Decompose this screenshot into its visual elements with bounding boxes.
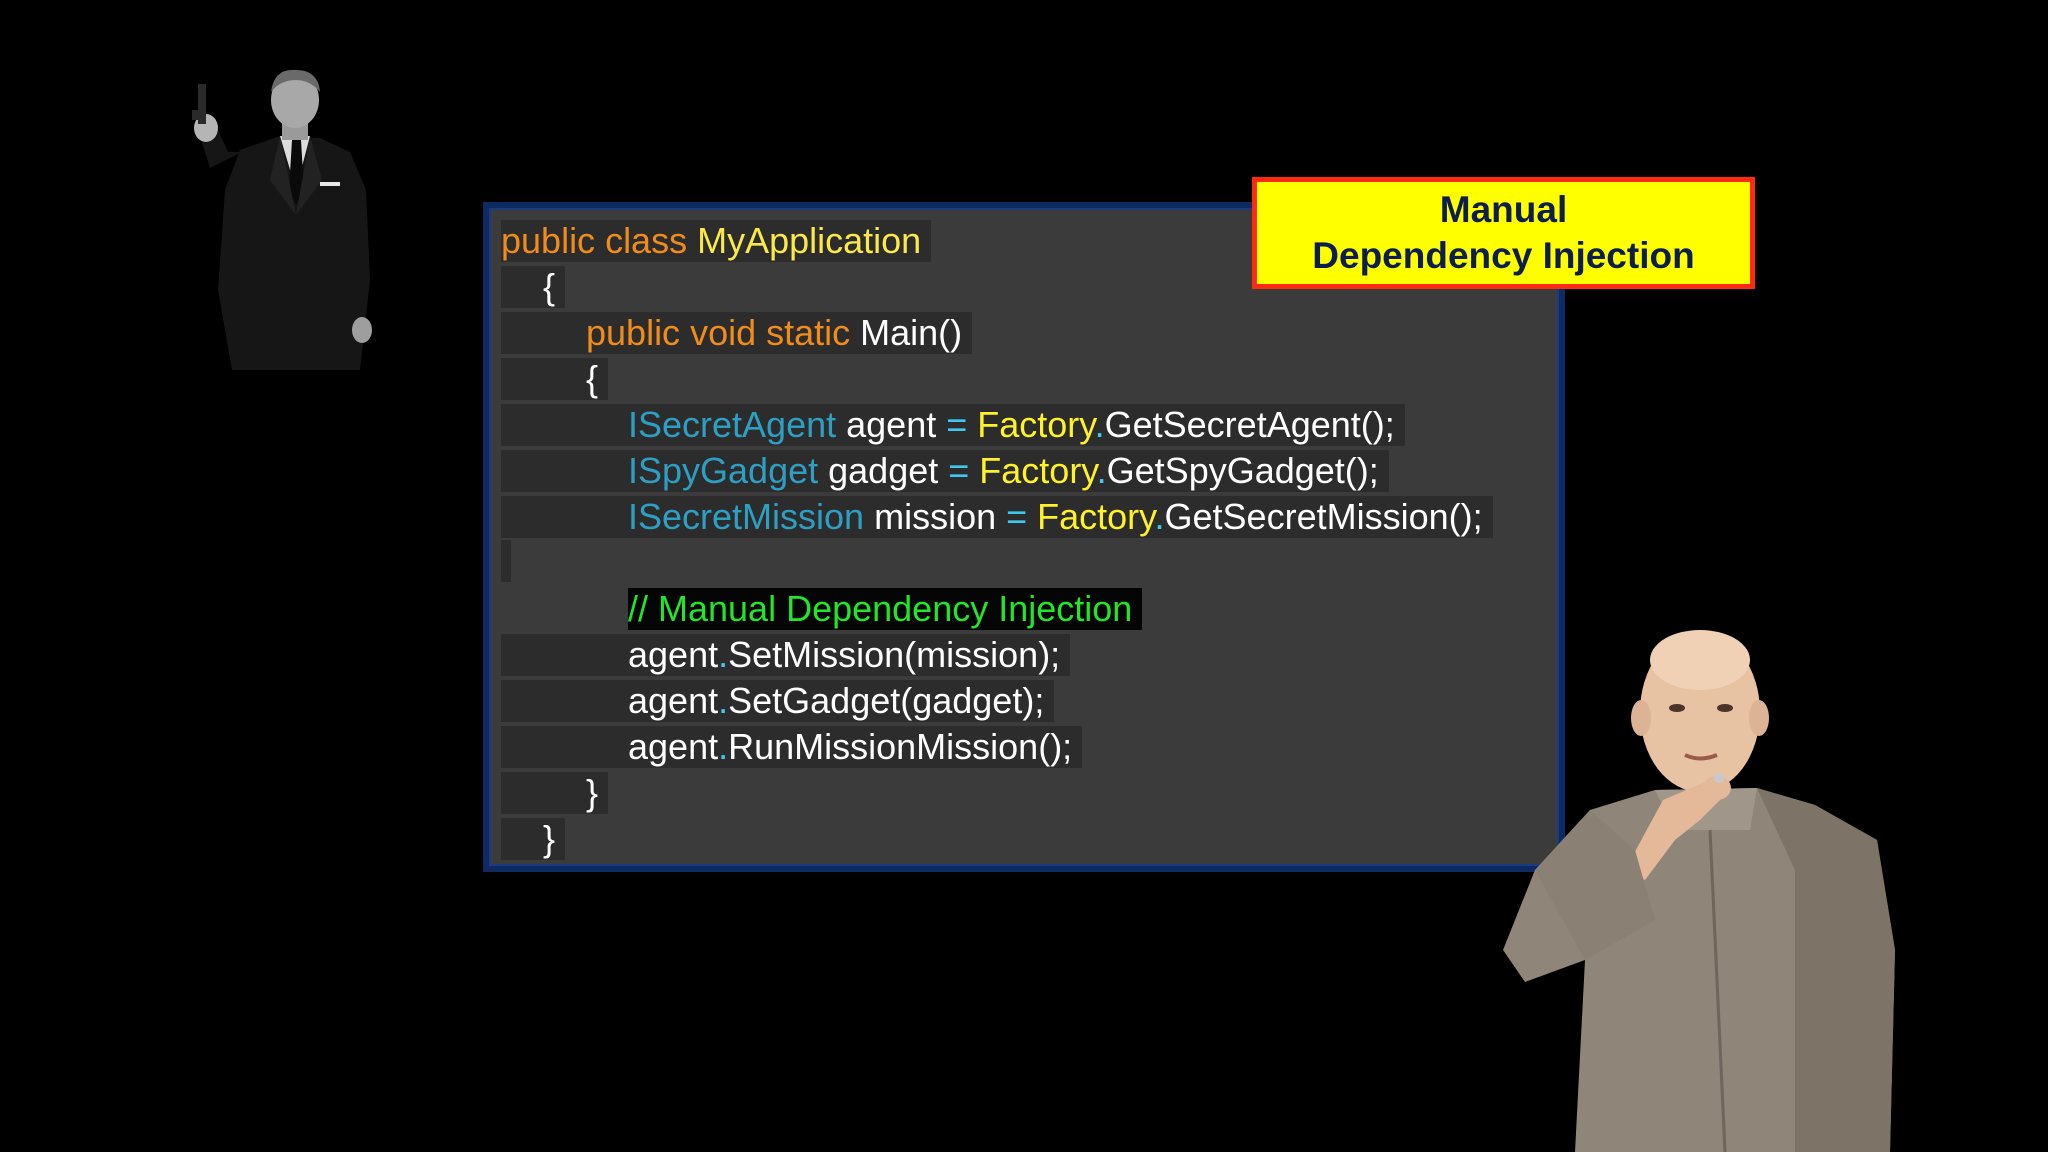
code-line-1: public class MyApplication [501, 218, 1493, 264]
code-variable: agent [836, 404, 947, 445]
code-call: GetSpyGadget(); [1106, 450, 1379, 491]
code-brace: { [543, 266, 556, 307]
code-dot: . [718, 680, 729, 721]
code-block: public class MyApplication { public void… [501, 218, 1493, 862]
code-line-6: ISpyGadget gadget = Factory.GetSpyGadget… [501, 448, 1493, 494]
code-keyword: public void static [586, 312, 861, 353]
code-line-3: public void static Main() [501, 310, 1493, 356]
code-brace: { [586, 358, 599, 399]
code-dot: . [718, 634, 729, 675]
code-factory: Factory [967, 404, 1095, 445]
code-call: GetSecretAgent(); [1104, 404, 1395, 445]
code-line-9: // Manual Dependency Injection [501, 586, 1493, 632]
code-brace: } [586, 772, 599, 813]
code-operator: = [946, 404, 968, 445]
slide-title-line2: Dependency Injection [1312, 235, 1695, 276]
code-line-5: ISecretAgent agent = Factory.GetSecretAg… [501, 402, 1493, 448]
slide-title-line1: Manual [1439, 189, 1568, 230]
code-call: GetSecretMission(); [1164, 496, 1483, 537]
code-call: RunMissionMission(); [728, 726, 1073, 767]
code-interface: ISpyGadget [628, 450, 819, 491]
code-line-10: agent.SetMission(mission); [501, 632, 1493, 678]
code-panel: public class MyApplication { public void… [483, 202, 1565, 872]
code-line-4: { [501, 356, 1493, 402]
code-variable: mission [864, 496, 1007, 537]
code-line-14: } [501, 816, 1493, 862]
code-comment: // Manual Dependency Injection [628, 588, 1133, 629]
code-operator: = [948, 450, 970, 491]
code-variable: gadget [818, 450, 949, 491]
code-interface: ISecretAgent [628, 404, 837, 445]
code-line-11: agent.SetGadget(gadget); [501, 678, 1493, 724]
secret-agent-figure [192, 69, 372, 370]
code-line-2: { [501, 264, 1493, 310]
code-call: SetMission(mission); [728, 634, 1061, 675]
code-object: agent [628, 726, 719, 767]
code-dot: . [718, 726, 729, 767]
code-dot: . [1154, 496, 1165, 537]
code-method-name: Main() [860, 312, 963, 353]
code-operator: = [1006, 496, 1028, 537]
code-object: agent [628, 680, 719, 721]
code-factory: Factory [969, 450, 1097, 491]
code-brace: } [543, 818, 556, 859]
code-interface: ISecretMission [628, 496, 865, 537]
code-object: agent [628, 634, 719, 675]
code-line-12: agent.RunMissionMission(); [501, 724, 1493, 770]
code-keyword: public class [501, 220, 698, 261]
code-class-name: MyApplication [697, 220, 922, 261]
code-dot: . [1096, 450, 1107, 491]
code-line-8-blank [501, 540, 1493, 586]
code-call: SetGadget(gadget); [728, 680, 1045, 721]
code-dot: . [1094, 404, 1105, 445]
code-factory: Factory [1027, 496, 1155, 537]
code-line-7: ISecretMission mission = Factory.GetSecr… [501, 494, 1493, 540]
code-line-13: } [501, 770, 1493, 816]
slide-title-badge: Manual Dependency Injection [1252, 177, 1755, 289]
villain-figure [1503, 630, 1895, 1152]
